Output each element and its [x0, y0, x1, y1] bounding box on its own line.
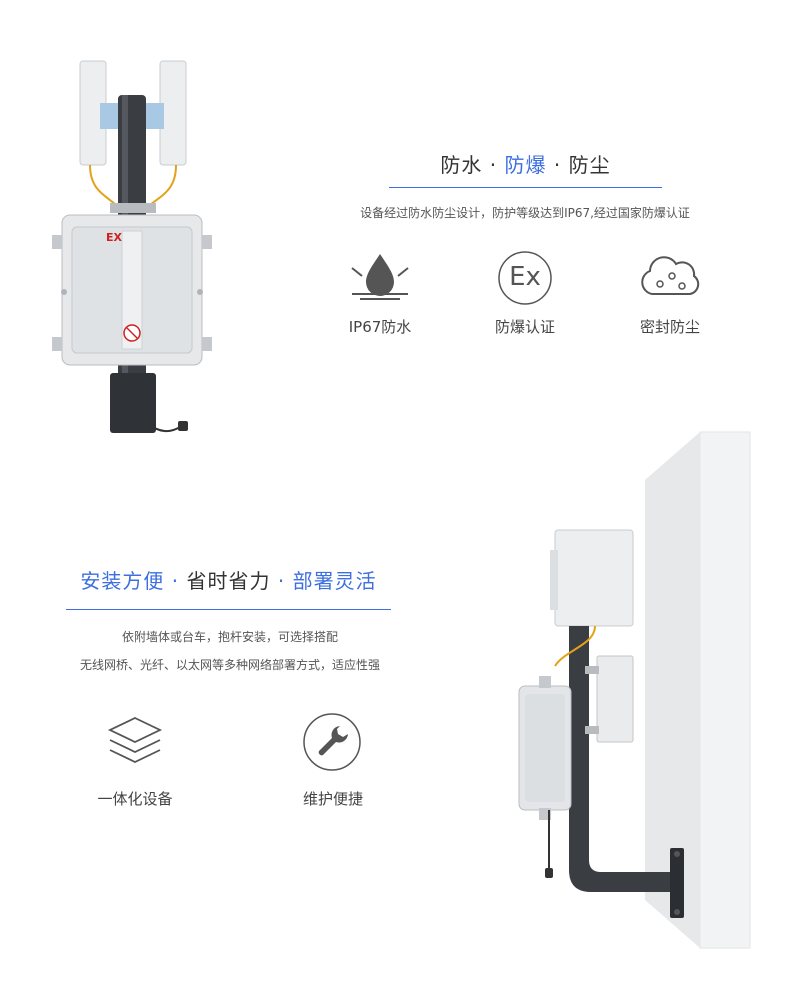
section2-title: 安装方便 · 省时省力 · 部署灵活	[66, 565, 391, 594]
section2-line: 无线网桥、光纤、以太网等多种网络部署方式，适应性强	[79, 658, 380, 672]
device-ex-label: EX	[106, 231, 122, 244]
waterproof-drop-icon	[348, 250, 412, 302]
ex-explosion-proof-icon: Ex	[497, 250, 553, 306]
title-part: ·	[164, 569, 187, 593]
feature-label: 密封防尘	[639, 318, 700, 336]
device-pole-image: EX	[50, 55, 215, 445]
feature-dustproof: 密封防尘	[620, 250, 720, 340]
title-part: 防水	[440, 153, 483, 177]
feature-label: 防爆认证	[494, 318, 555, 336]
title-part: 省时省力	[186, 569, 271, 593]
feature-label: 一体化设备	[97, 790, 173, 808]
layers-stack-icon	[106, 712, 164, 772]
section2-line: 依附墙体或台车，抱杆安装，可选择搭配	[121, 630, 338, 644]
feature-label: IP67防水	[348, 318, 412, 336]
feature-maintenance: 维护便捷	[278, 712, 388, 812]
feature-integrated: 一体化设备	[80, 712, 190, 812]
title-part: 安装方便	[80, 569, 165, 593]
title-part: 防尘	[568, 153, 611, 177]
title-part: ·	[270, 569, 293, 593]
title-part: 防爆	[504, 153, 547, 177]
section1-divider	[389, 187, 662, 188]
wrench-icon	[302, 712, 362, 772]
ex-icon-text: Ex	[509, 262, 541, 292]
title-part: ·	[546, 153, 569, 177]
title-part: 部署灵活	[292, 569, 377, 593]
wall-mount-image	[505, 430, 755, 950]
section2-divider	[66, 609, 391, 610]
feature-waterproof: IP67防水	[330, 250, 430, 340]
feature-explosion-proof: Ex 防爆认证	[475, 250, 575, 340]
feature-label: 维护便捷	[302, 790, 363, 808]
title-part: ·	[482, 153, 505, 177]
section1-subtitle: 设备经过防水防尘设计，防护等级达到IP67,经过国家防爆认证	[360, 206, 690, 220]
section1-title: 防水 · 防爆 · 防尘	[389, 149, 662, 178]
dustproof-cloud-icon	[638, 254, 702, 298]
